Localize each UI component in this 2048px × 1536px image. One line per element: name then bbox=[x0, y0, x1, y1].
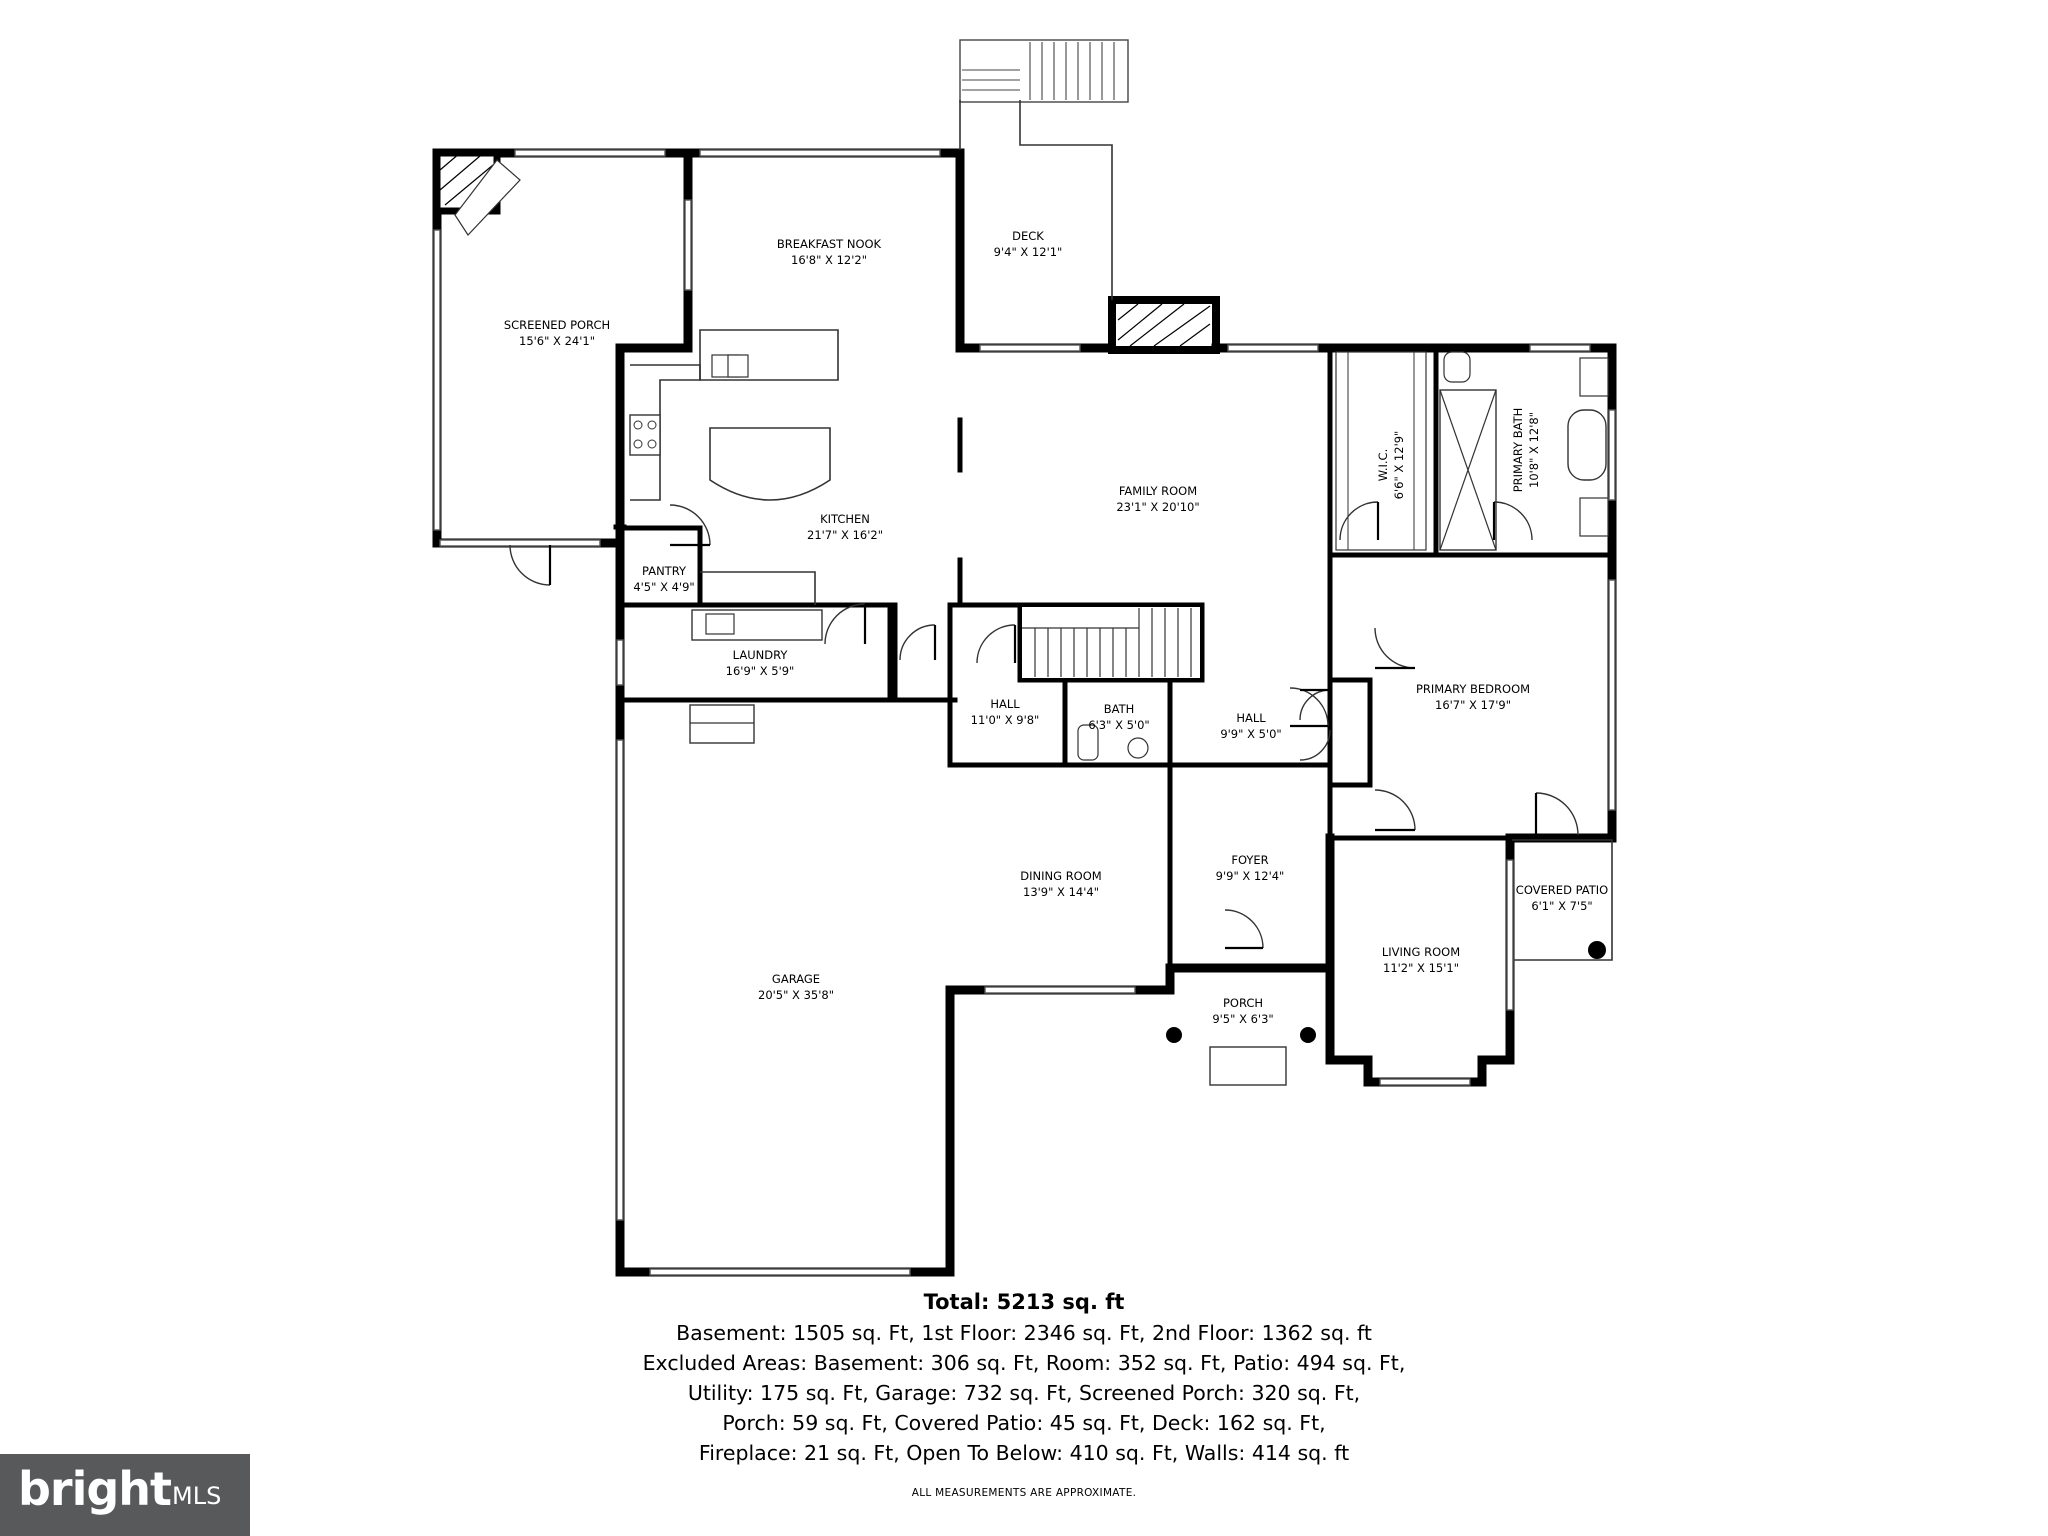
area-line-5: Fireplace: 21 sq. Ft, Open To Below: 410… bbox=[698, 1441, 1350, 1465]
room-breakfast-nook: BREAKFAST NOOK 16'8" X 12'2" bbox=[777, 237, 882, 267]
room-foyer: FOYER 9'9" X 12'4" bbox=[1216, 853, 1285, 883]
room-dimensions: 20'5" X 35'8" bbox=[758, 988, 834, 1002]
room-laundry: LAUNDRY 16'9" X 5'9" bbox=[726, 648, 795, 678]
room-name: BREAKFAST NOOK bbox=[777, 237, 882, 251]
room-dimensions: 9'9" X 5'0" bbox=[1220, 727, 1281, 741]
disclaimer: ALL MEASUREMENTS ARE APPROXIMATE. bbox=[911, 1487, 1137, 1499]
total-area: Total: 5213 sq. ft bbox=[923, 1290, 1125, 1314]
windows bbox=[433, 149, 1616, 1276]
fixtures bbox=[629, 39, 1613, 1086]
room-covered-patio: COVERED PATIO 6'1" X 7'5" bbox=[1516, 883, 1608, 913]
room-w-i-c: W.I.C.6'6" X 12'9" bbox=[1376, 431, 1406, 500]
room-name: BATH bbox=[1104, 702, 1135, 716]
room-dining-room: DINING ROOM 13'9" X 14'4" bbox=[1020, 869, 1101, 899]
room-hall: HALL 9'9" X 5'0" bbox=[1220, 711, 1281, 741]
room-garage: GARAGE 20'5" X 35'8" bbox=[758, 972, 834, 1002]
area-line-4: Porch: 59 sq. Ft, Covered Patio: 45 sq. … bbox=[722, 1411, 1326, 1435]
room-dimensions: 9'9" X 12'4" bbox=[1216, 869, 1285, 883]
room-dimensions: 16'8" X 12'2" bbox=[791, 253, 867, 267]
room-name: FAMILY ROOM bbox=[1119, 484, 1197, 498]
logo-brand: bright bbox=[18, 1462, 172, 1516]
room-screened-porch: SCREENED PORCH 15'6" X 24'1" bbox=[504, 318, 610, 348]
doors bbox=[509, 501, 1579, 950]
room-living-room: LIVING ROOM 11'2" X 15'1" bbox=[1382, 945, 1460, 975]
room-name: LAUNDRY bbox=[733, 648, 789, 662]
room-name: PRIMARY BATH bbox=[1511, 408, 1525, 493]
room-name: PRIMARY BEDROOM bbox=[1416, 682, 1530, 696]
room-dimensions: 9'5" X 6'3" bbox=[1212, 1012, 1273, 1026]
room-name: LIVING ROOM bbox=[1382, 945, 1460, 959]
room-bath: BATH 6'3" X 5'0" bbox=[1088, 702, 1149, 732]
bright-mls-logo: bright MLS bbox=[0, 1454, 250, 1536]
room-name: FOYER bbox=[1231, 853, 1268, 867]
logo-suffix: MLS bbox=[172, 1482, 222, 1510]
room-dimensions: 6'3" X 5'0" bbox=[1088, 718, 1149, 732]
fireplace-porch bbox=[433, 149, 521, 236]
room-name: GARAGE bbox=[772, 972, 820, 986]
room-dimensions: 11'0" X 9'8" bbox=[971, 713, 1040, 727]
room-name: HALL bbox=[1236, 711, 1266, 725]
room-dimensions: 21'7" X 16'2" bbox=[807, 528, 883, 542]
room-name: PANTRY bbox=[642, 564, 687, 578]
area-line-3: Utility: 175 sq. Ft, Garage: 732 sq. Ft,… bbox=[687, 1381, 1361, 1405]
room-name: COVERED PATIO bbox=[1516, 883, 1608, 897]
room-name: DINING ROOM bbox=[1020, 869, 1101, 883]
room-hall: HALL 11'0" X 9'8" bbox=[971, 697, 1040, 727]
room-dimensions: 11'2" X 15'1" bbox=[1383, 961, 1459, 975]
room-dimensions: 4'5" X 4'9" bbox=[633, 580, 694, 594]
room-dimensions: 16'7" X 17'9" bbox=[1435, 698, 1511, 712]
room-dimensions: 6'6" X 12'9" bbox=[1392, 431, 1406, 500]
room-primary-bedroom: PRIMARY BEDROOM 16'7" X 17'9" bbox=[1416, 682, 1530, 712]
room-family-room: FAMILY ROOM 23'1" X 20'10" bbox=[1116, 484, 1199, 514]
room-name: HALL bbox=[990, 697, 1020, 711]
area-line-2: Excluded Areas: Basement: 306 sq. Ft, Ro… bbox=[642, 1351, 1406, 1375]
room-dimensions: 23'1" X 20'10" bbox=[1116, 500, 1199, 514]
room-dimensions: 6'1" X 7'5" bbox=[1531, 899, 1592, 913]
room-name: KITCHEN bbox=[820, 512, 870, 526]
room-name: SCREENED PORCH bbox=[504, 318, 610, 332]
fireplace-family bbox=[1117, 303, 1211, 347]
room-dimensions: 15'6" X 24'1" bbox=[519, 334, 595, 348]
room-pantry: PANTRY 4'5" X 4'9" bbox=[633, 564, 694, 594]
room-dimensions: 16'9" X 5'9" bbox=[726, 664, 795, 678]
room-deck: DECK 9'4" X 12'1" bbox=[994, 229, 1063, 259]
room-porch: PORCH 9'5" X 6'3" bbox=[1212, 996, 1273, 1026]
room-dimensions: 10'8" X 12'8" bbox=[1527, 412, 1541, 488]
area-line-1: Basement: 1505 sq. Ft, 1st Floor: 2346 s… bbox=[676, 1321, 1372, 1345]
room-dimensions: 13'9" X 14'4" bbox=[1023, 885, 1099, 899]
room-name: W.I.C. bbox=[1376, 449, 1390, 481]
room-name: PORCH bbox=[1223, 996, 1263, 1010]
room-dimensions: 9'4" X 12'1" bbox=[994, 245, 1063, 259]
room-labels: SCREENED PORCH 15'6" X 24'1" BREAKFAST NOO… bbox=[504, 229, 1608, 1026]
room-name: DECK bbox=[1012, 229, 1044, 243]
room-kitchen: KITCHEN 21'7" X 16'2" bbox=[807, 512, 883, 542]
